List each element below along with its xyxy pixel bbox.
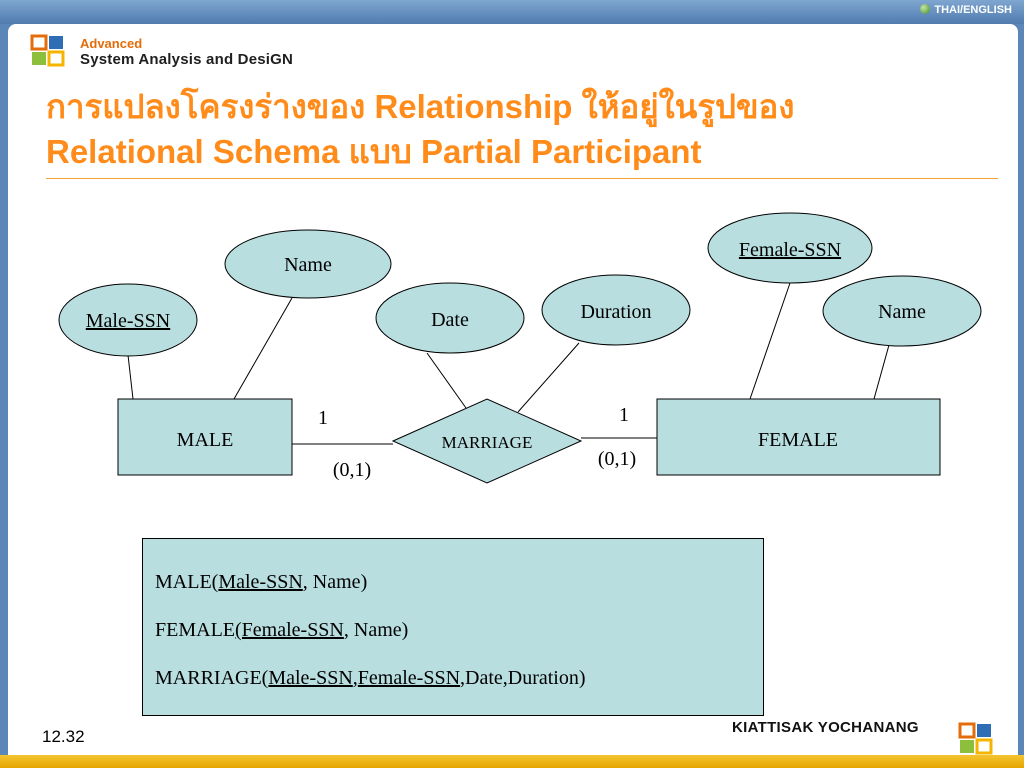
schema-female-rest: , Name [343,619,402,641]
language-toggle-label: THAI/ENGLISH [934,4,1012,16]
schema-female-table: FEMALE [155,619,235,641]
logo-line1: Advanced [80,36,143,51]
schema-female-key: (Female-SSN [235,619,344,641]
cardinality-right-range: (0,1) [598,448,636,470]
title-line1: การแปลงโครงร่างของ Relationship ให้อยู่ใ… [46,88,795,125]
entity-female-shape [656,398,941,476]
attr-duration: Duration [580,301,651,323]
attr-male-ssn: Male-SSN [86,310,170,332]
attr-date-shape [375,282,525,354]
schema-marriage-rest: ,Date,Duration [460,667,579,689]
top-bar [0,0,1024,24]
cardinality-left-range: (0,1) [333,459,371,481]
link-male-name [233,297,293,400]
link-female-ssn [749,282,791,400]
attr-date: Date [431,309,469,331]
cardinality-right-max: 1 [619,404,629,426]
link-duration [517,342,580,413]
slide-title: การแปลงโครงร่างของ Relationship ให้อยู่ใ… [46,84,1006,174]
entity-male-shape [117,398,293,476]
attr-male-ssn-shape [58,283,198,357]
logo-line2: System Analysis and DesiGN [80,51,294,68]
attr-duration-shape [541,274,691,346]
schema-male-rest: , Name [302,571,361,593]
entity-female: FEMALE [758,429,838,451]
relationship-marriage-shape [391,398,583,484]
schema-marriage-key1: Male-SSN [268,667,353,689]
bottom-bar [0,755,1024,768]
footer-logo-icon [958,722,993,755]
title-divider [46,178,998,179]
schema-marriage-table: MARRIAGE [155,667,262,689]
schema-female: FEMALE(Female-SSN, Name) [155,619,409,641]
schema-male: MALE(Male-SSN, Name) [155,571,368,593]
attr-female-name-shape [822,275,982,347]
language-toggle[interactable]: THAI/ENGLISH [920,4,1012,16]
attr-male-name: Name [284,254,332,276]
title-line2: Relational Schema แบบ Partial Participan… [46,133,702,170]
schema-marriage: MARRIAGE(Male-SSN,Female-SSN,Date,Durati… [155,667,586,689]
link-date [426,352,467,409]
attr-female-ssn-shape [707,212,873,284]
schema-male-key: Male-SSN [218,571,303,593]
page-number: 12.32 [42,727,85,746]
link-female-name [873,344,890,400]
globe-icon [920,4,931,14]
logo-icon [30,34,65,67]
schema-marriage-sep: , [352,667,358,689]
relationship-marriage: MARRIAGE [442,433,533,452]
footer-author: KIATTISAK YOCHANANG [732,719,919,736]
attr-female-ssn: Female-SSN [739,239,841,261]
entity-male: MALE [177,429,234,451]
relational-schema-box: MALE(Male-SSN, Name) FEMALE(Female-SSN, … [142,538,764,716]
schema-marriage-key2: Female-SSN [357,667,461,689]
schema-male-table: MALE [155,571,212,593]
link-male-ssn [127,354,134,400]
cardinality-left-max: 1 [318,407,328,429]
attr-male-name-shape [224,229,392,299]
attr-female-name: Name [878,301,926,323]
